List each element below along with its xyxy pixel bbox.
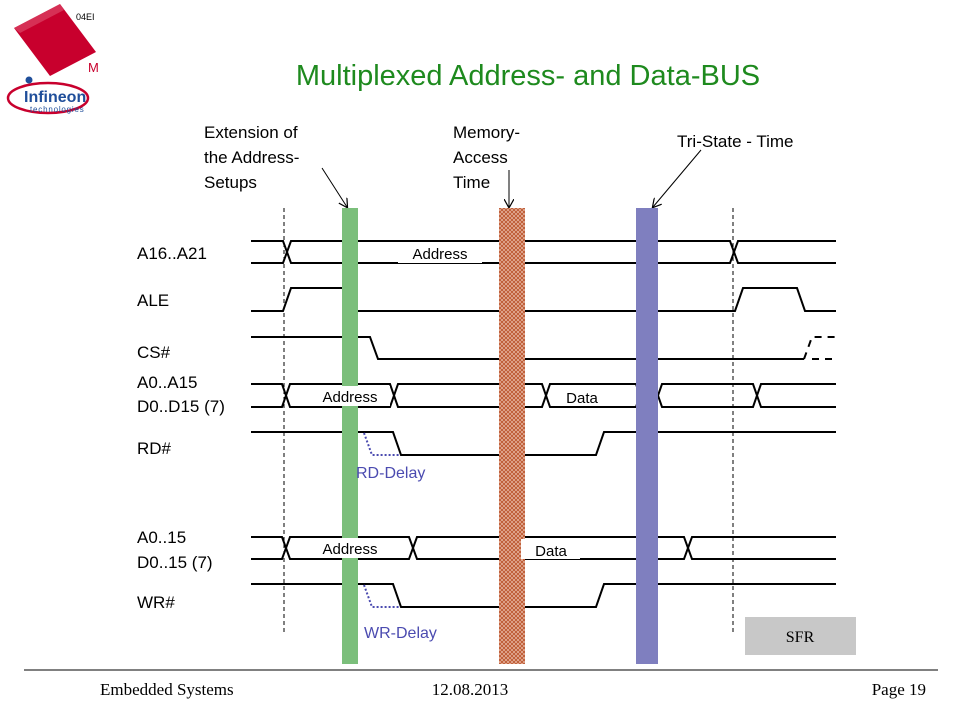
arrow-extension <box>321 167 347 207</box>
sfr-button-bg[interactable] <box>745 617 856 655</box>
infineon-logo: 04EI M Infineon technologies <box>6 4 99 115</box>
signal-label-read-data: D0..D15 (7) <box>137 397 225 416</box>
wave-ale <box>251 287 836 312</box>
bus-label-write-address: Address <box>322 541 377 558</box>
logo-dot <box>25 76 33 84</box>
annotation-extension-line-3: Setups <box>204 173 257 192</box>
wave-write-bus-bottom <box>251 536 836 560</box>
wave-wr <box>251 583 836 608</box>
annotation-tristate: Tri-State - Time <box>677 132 794 151</box>
arrow-tristate <box>653 149 702 207</box>
logo-swoosh <box>6 81 90 115</box>
signal-label-write-data: D0..15 (7) <box>137 553 213 572</box>
footer-right: Page 19 <box>872 680 926 699</box>
bus-label-a16-address: Address <box>412 246 467 263</box>
footer-center: 12.08.2013 <box>432 680 509 699</box>
wave-cs-dashed <box>803 336 836 360</box>
logo-tagline: technologies <box>30 105 85 114</box>
wave-a16-top <box>251 240 836 264</box>
signal-label-a16: A16..A21 <box>137 244 207 263</box>
memory-access-bar <box>499 208 525 664</box>
extension-bar <box>342 208 358 664</box>
page-title: Multiplexed Address- and Data-BUS <box>296 60 760 92</box>
logo-corner-text: 04EI <box>76 12 95 22</box>
signal-labels: A16..A21 ALE CS# A0..A15 D0..D15 (7) RD#… <box>137 244 225 612</box>
wave-rd <box>251 431 836 456</box>
wr-delay-label: WR-Delay <box>364 625 437 642</box>
tristate-bar <box>636 208 658 664</box>
wave-a16-bottom <box>251 240 836 264</box>
wave-read-bus-top <box>251 383 836 408</box>
rd-delay-label: RD-Delay <box>356 465 425 482</box>
annotation-extension-line-2: the Address- <box>204 148 299 167</box>
wave-read-bus-bottom <box>251 383 836 408</box>
annotation-extension-line-1: Extension of <box>204 123 298 142</box>
signal-label-rd: RD# <box>137 439 172 458</box>
delay-indicators <box>363 432 400 608</box>
signal-label-cs: CS# <box>137 343 171 362</box>
annotation-extension: Extension of the Address- Setups <box>204 123 299 192</box>
annotation-memory-line-1: Memory- <box>453 123 520 142</box>
logo-letter: M <box>88 60 99 75</box>
sfr-button[interactable]: SFR <box>745 617 856 655</box>
wave-cs <box>251 336 804 360</box>
logo-company: Infineon <box>24 89 86 106</box>
signal-label-wr: WR# <box>137 593 175 612</box>
signal-label-ale: ALE <box>137 291 169 310</box>
signal-label-read-addr: A0..A15 <box>137 373 198 392</box>
annotation-memory-line-3: Time <box>453 173 490 192</box>
signal-label-write-addr: A0..15 <box>137 528 186 547</box>
annotation-memory: Memory- Access Time <box>453 123 520 192</box>
sfr-button-label[interactable]: SFR <box>786 629 815 646</box>
footer-left: Embedded Systems <box>100 680 234 699</box>
bus-label-write-data: Data <box>535 543 567 560</box>
bus-label-read-data: Data <box>566 390 598 407</box>
annotation-memory-line-2: Access <box>453 148 508 167</box>
bus-label-read-address: Address <box>322 389 377 406</box>
